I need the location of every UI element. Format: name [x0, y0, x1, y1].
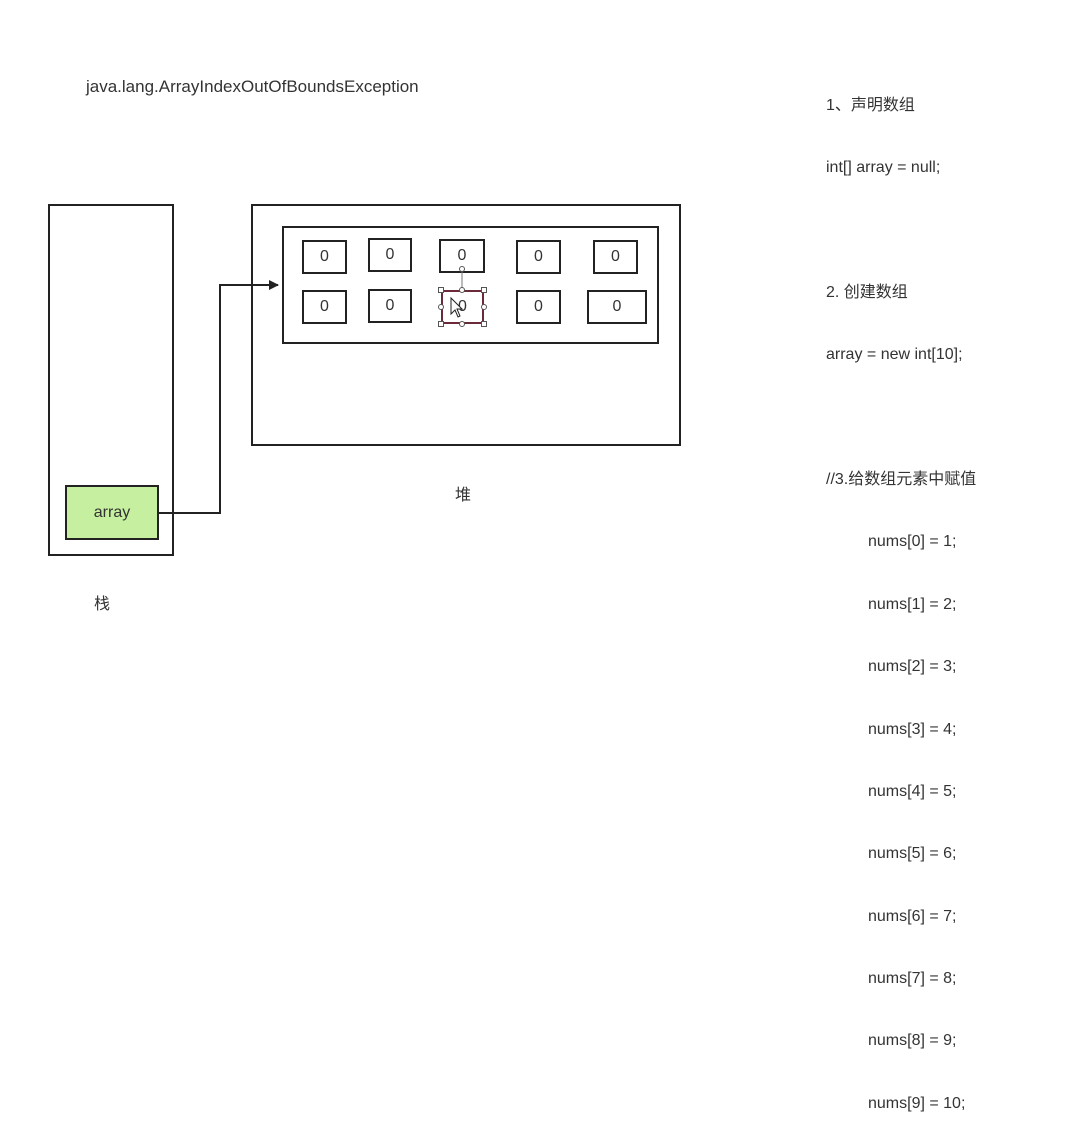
assignment-line: nums[5] = 6; [868, 845, 957, 863]
assignment-line: nums[7] = 8; [868, 970, 957, 988]
heap-box [251, 204, 681, 446]
array-cell: 0 [593, 240, 638, 274]
resize-handle-e[interactable] [481, 304, 487, 310]
array-cell: 0 [587, 290, 647, 324]
step1-title: 1、声明数组 [826, 96, 915, 114]
array-variable: array [65, 485, 159, 540]
blank-line [826, 408, 976, 429]
assignment-line: nums[3] = 4; [868, 720, 957, 738]
resize-handle-ne[interactable] [481, 287, 487, 293]
assignment-line: nums[8] = 9; [868, 1032, 957, 1050]
resize-handle-sw[interactable] [438, 321, 444, 327]
array-cell: 0 [302, 240, 347, 274]
resize-handle-se[interactable] [481, 321, 487, 327]
resize-handle-w[interactable] [438, 304, 444, 310]
array-cell: 0 [516, 290, 561, 324]
assignment-line: nums[0] = 1; [868, 533, 957, 551]
exception-text: java.lang.ArrayIndexOutOfBoundsException [86, 77, 419, 96]
stack-box [48, 204, 174, 556]
array-cell: 0 [368, 289, 412, 323]
step1-code: int[] array = null; [826, 158, 941, 176]
resize-handle-nw[interactable] [438, 287, 444, 293]
step2-title: 2. 创建数组 [826, 283, 908, 301]
code-notes: 1、声明数组 int[] array = null; 2. 创建数组 array… [826, 54, 976, 1135]
reference-arrow [159, 280, 279, 514]
array-cell: 0 [516, 240, 561, 274]
step2-code: array = new int[10]; [826, 346, 963, 364]
assignment-line: nums[2] = 3; [868, 658, 957, 676]
rotate-handle[interactable] [459, 266, 465, 272]
array-cell: 0 [302, 290, 347, 324]
heap-label: 堆 [455, 485, 472, 504]
blank-line [826, 220, 976, 241]
assignment-line: nums[6] = 7; [868, 907, 957, 925]
resize-handle-s[interactable] [459, 321, 465, 327]
step3-title: //3.给数组元素中赋值 [826, 470, 977, 488]
assignment-line: nums[9] = 10; [868, 1094, 966, 1112]
assignment-line: nums[4] = 5; [868, 782, 957, 800]
stack-label: 栈 [94, 594, 111, 613]
array-cell: 0 [368, 238, 412, 272]
resize-handle-n[interactable] [459, 287, 465, 293]
assignment-line: nums[1] = 2; [868, 595, 957, 613]
array-object [282, 226, 659, 344]
